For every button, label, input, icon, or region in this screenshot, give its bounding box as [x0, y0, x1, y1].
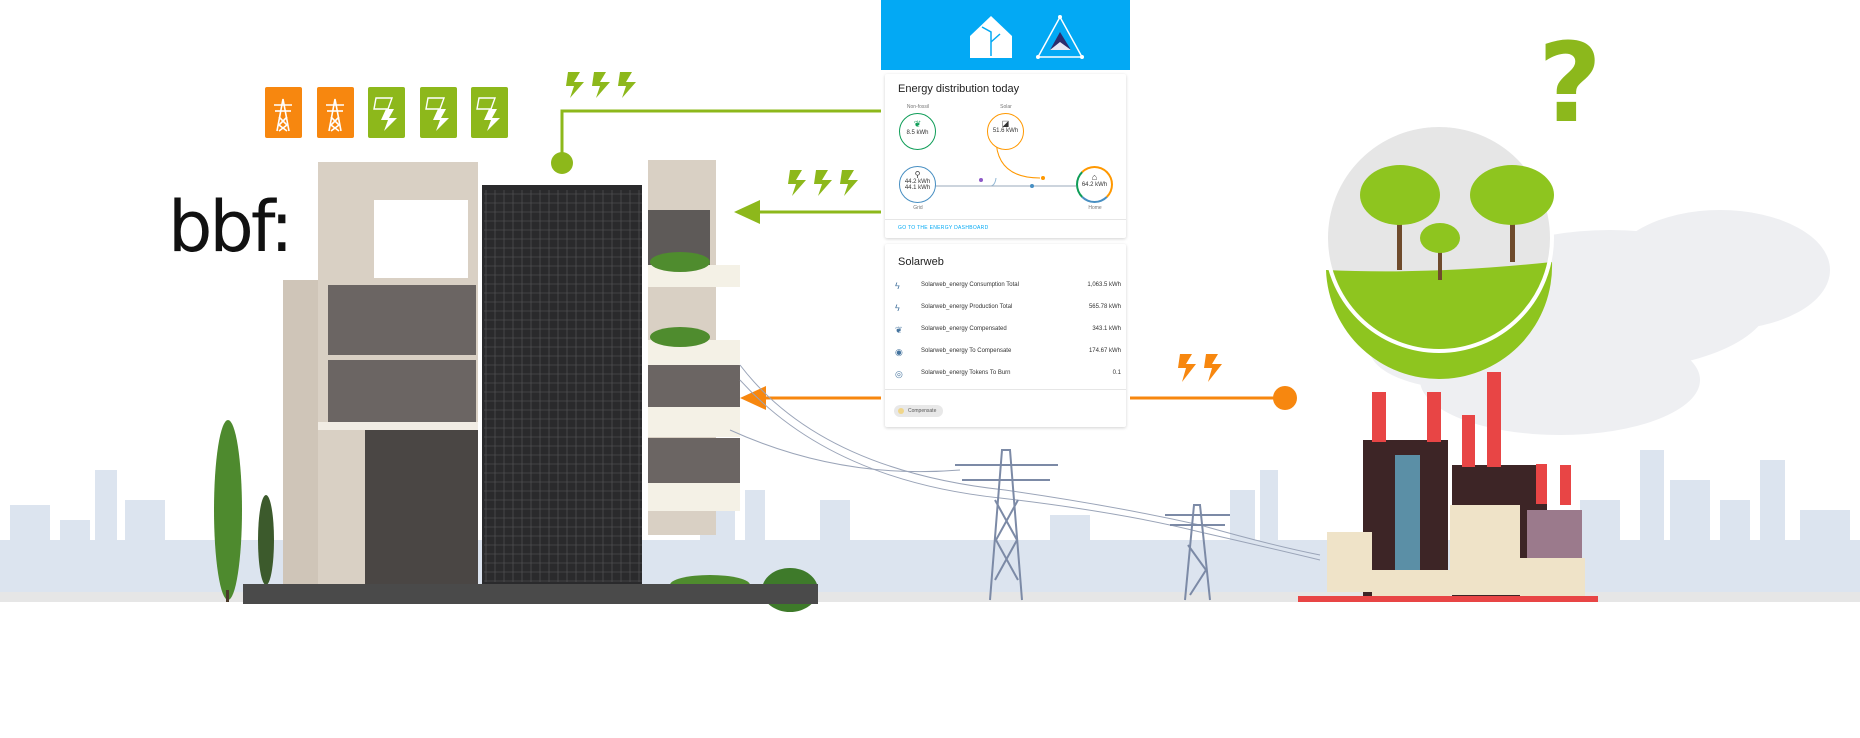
energy-distribution-panel: Energy distribution today Non-fossil ❦ 8… [885, 74, 1126, 238]
grid-tile [265, 87, 302, 138]
solarweb-row-name: Solarweb_energy Compensated [921, 326, 1007, 332]
solar-bolt-icon [476, 97, 500, 131]
energy-dashboard-link[interactable]: GO TO THE ENERGY DASHBOARD [898, 225, 989, 231]
home-node: ⌂ 64.2 kWh [1076, 166, 1113, 203]
compensate-chip[interactable]: Compensate [894, 405, 944, 417]
nature-circle [1324, 123, 1554, 380]
ground [0, 592, 1860, 602]
token-icon: ◎ [895, 369, 903, 379]
orange-connector [1130, 386, 1297, 410]
solarweb-panel: Solarweb ϟ Solarweb_energy Consumption To… [885, 244, 1126, 427]
bolt-icon: ϟ [895, 303, 900, 313]
orange-arrow [740, 386, 881, 410]
leaf-icon: ❦ [913, 119, 922, 129]
green-connector [551, 109, 881, 174]
green-bolts-mid [788, 170, 858, 196]
card-header [881, 0, 1130, 70]
bbf-logo: bbf: [168, 186, 294, 268]
solar-panel-facade [484, 190, 642, 582]
home-icon: ⌂ [1091, 172, 1098, 182]
solar-tile [471, 87, 508, 138]
solarweb-row-value: 343.1 kWh [1092, 326, 1121, 332]
transmission-tower-icon: ⚲ [914, 170, 921, 179]
pylon-small [1165, 504, 1230, 601]
solarweb-row[interactable]: ◎ Solarweb_energy Tokens To Burn 0.1 [895, 368, 1121, 382]
grid-node: ⚲ 44.2 kWh 44.1 kWh [899, 166, 936, 203]
bolt-icon: ϟ [895, 281, 900, 291]
question-mark: ? [1538, 19, 1602, 147]
small-tree [258, 495, 274, 585]
solar-tile [420, 87, 457, 138]
solarweb-title: Solarweb [898, 256, 944, 268]
solar-bolt-icon [425, 97, 449, 131]
leaf-icon: ❦ [895, 325, 903, 335]
solar-tile [368, 87, 405, 138]
solarweb-row-name: Solarweb_energy Consumption Total [921, 282, 1019, 288]
solarweb-row-name: Solarweb_energy Tokens To Burn [921, 370, 1011, 376]
solar-node: ◪ 51.6 kWh [987, 113, 1024, 150]
solar-label: Solar [1000, 104, 1012, 110]
home-label: Home [1088, 205, 1102, 211]
solarweb-row[interactable]: ϟ Solarweb_energy Production Total 565.78 … [895, 302, 1121, 316]
solar-panel-icon: ◪ [1001, 119, 1010, 128]
solarweb-row-value: 174.67 kWh [1088, 348, 1121, 354]
solarweb-row-name: Solarweb_energy Production Total [921, 304, 1013, 310]
solarweb-row[interactable]: ❦ Solarweb_energy Compensated 343.1 kWh [895, 324, 1121, 338]
solarweb-icon [1036, 15, 1084, 59]
grid-tile [317, 87, 354, 138]
compensate-icon: ◉ [895, 347, 903, 357]
solar-bolt-icon [373, 97, 397, 131]
solarweb-row-value: 1,063.5 kWh [1087, 282, 1121, 288]
green-arrow [734, 200, 881, 224]
grid-label: Grid [913, 205, 923, 211]
solarweb-row-name: Solarweb_energy To Compensate [921, 348, 1012, 354]
building [243, 160, 818, 612]
cypress-tree [214, 420, 242, 600]
non-fossil-label: Non-fossil [906, 104, 930, 110]
pylon-icon [274, 98, 292, 132]
solarweb-row-value: 0.1 [1112, 370, 1121, 376]
solarweb-row[interactable]: ◉ Solarweb_energy To Compensate 174.67 kWh [895, 346, 1121, 360]
home-assistant-icon [970, 16, 1012, 58]
green-bolts-top [566, 72, 636, 98]
pylon-icon [326, 98, 344, 132]
solarweb-row[interactable]: ϟ Solarweb_energy Consumption Total 1,063.… [895, 280, 1121, 294]
factory [1298, 372, 1598, 602]
pylon-large [955, 449, 1058, 601]
solarweb-row-value: 565.78 kWh [1088, 304, 1121, 310]
energy-distribution-title: Energy distribution today [898, 83, 1020, 95]
orange-bolts [1178, 354, 1222, 382]
power-lines [729, 364, 1321, 561]
home-assistant-card: Energy distribution today Non-fossil ❦ 8… [881, 0, 1130, 430]
non-fossil-node: ❦ 8.5 kWh [899, 113, 936, 150]
